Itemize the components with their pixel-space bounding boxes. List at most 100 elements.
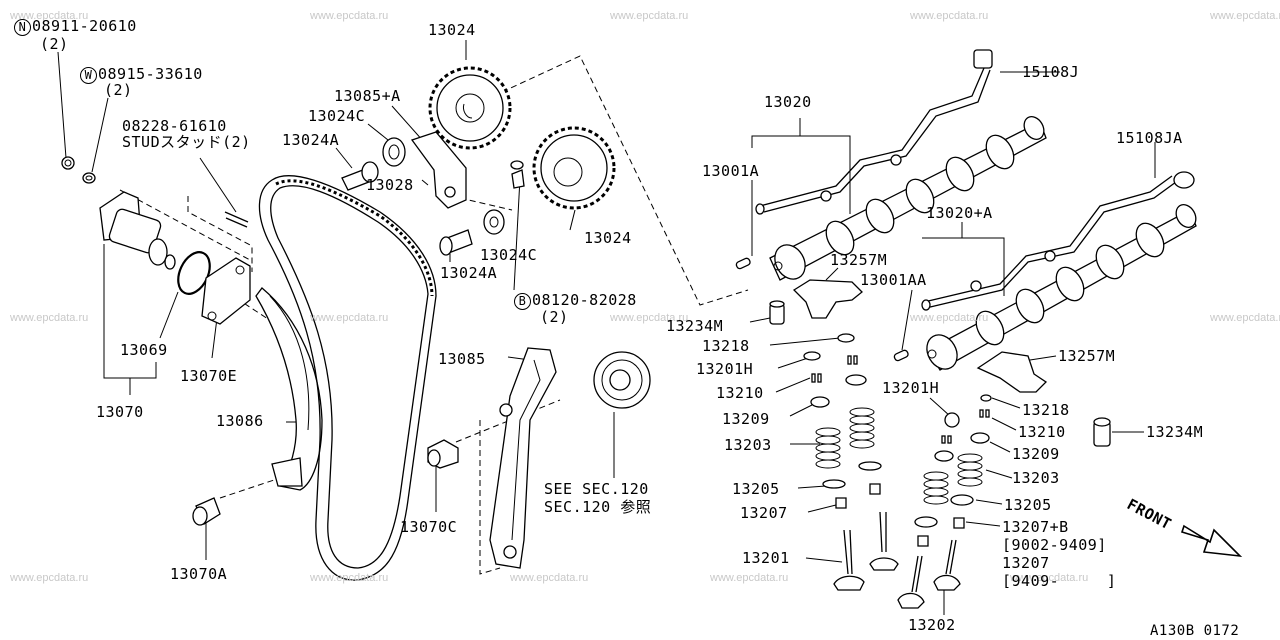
- callout-13020[interactable]: 13020: [764, 93, 812, 111]
- callout-13070A[interactable]: 13070A: [170, 565, 228, 583]
- callout-13201H-right[interactable]: 13201H: [882, 379, 940, 397]
- callout-13024A-bot[interactable]: 13024A: [440, 264, 498, 282]
- rocker-arm-left: [792, 279, 863, 319]
- callout-13024C-bot[interactable]: 13024C: [480, 246, 538, 264]
- lash-adjuster-right: [1093, 417, 1111, 447]
- oil-pipes: [755, 49, 1195, 311]
- callout-13070[interactable]: 13070: [96, 403, 144, 421]
- date-range-1: [9002-9409]: [1002, 536, 1107, 554]
- upper-guide-bracket: [410, 131, 467, 209]
- spring-left-b: [815, 427, 841, 469]
- callout-13209-right[interactable]: 13209: [1012, 445, 1060, 463]
- watermark: www.epcdata.ru: [10, 572, 89, 584]
- watermark: www.epcdata.ru: [710, 572, 789, 584]
- callout-13020A[interactable]: 13020+A: [926, 204, 993, 222]
- cam-sprocket-lower: [532, 126, 616, 210]
- watermark: www.epcdata.ru: [910, 10, 989, 22]
- callout-15108JA[interactable]: 15108JA: [1116, 129, 1183, 147]
- valve-intake-a: [869, 511, 899, 571]
- chain-guide: [255, 287, 323, 491]
- timing-chain: [258, 175, 437, 581]
- front-arrow: [1180, 524, 1243, 558]
- tensioner-gasket: [201, 257, 251, 325]
- callout-stud-desc: STUDスタッド(2): [122, 133, 251, 151]
- watermark: www.epcdata.ru: [310, 572, 389, 584]
- callout-13257M-top[interactable]: 13257M: [830, 251, 888, 269]
- camshaft-lower: [926, 204, 1197, 371]
- watermark: www.epcdata.ru: [10, 10, 89, 22]
- rocker-arm-right: [976, 351, 1048, 393]
- callout-13210-right[interactable]: 13210: [1018, 423, 1066, 441]
- cam-sprocket-upper: [428, 66, 512, 150]
- callout-stud[interactable]: 08228-61610: [122, 117, 227, 135]
- callout-13205-right[interactable]: 13205: [1004, 496, 1052, 514]
- see-section-note: SEE SEC.120: [544, 480, 649, 498]
- callout-13085A[interactable]: 13085+A: [334, 87, 401, 105]
- chain-tensioner: [99, 191, 211, 295]
- watermark: www.epcdata.ru: [1210, 312, 1280, 324]
- callout-13207B[interactable]: 13207+B: [1002, 518, 1069, 536]
- watermark: www.epcdata.ru: [1210, 10, 1280, 22]
- callout-13218-left[interactable]: 13218: [702, 337, 750, 355]
- see-section-note-ja: SEC.120 参照: [544, 498, 652, 516]
- callout-13201H-left[interactable]: 13201H: [696, 360, 754, 378]
- camshaft-upper: [769, 116, 1047, 281]
- spring-right-a: [957, 453, 983, 487]
- callout-13085[interactable]: 13085: [438, 350, 486, 368]
- callout-13203-left[interactable]: 13203: [724, 436, 772, 454]
- watermark: www.epcdata.ru: [510, 572, 589, 584]
- callout-13257M-right[interactable]: 13257M: [1058, 347, 1116, 365]
- callout-13203-right[interactable]: 13203: [1012, 469, 1060, 487]
- callout-13201[interactable]: 13201: [742, 549, 790, 567]
- circle-b-badge: B: [514, 293, 531, 310]
- callout-15108J[interactable]: 15108J: [1022, 63, 1080, 81]
- spring-left-a: [849, 407, 875, 449]
- diagram-code: A130B 0172: [1150, 623, 1240, 639]
- lash-adjuster-left: [769, 300, 785, 325]
- callout-13234M-right[interactable]: 13234M: [1146, 423, 1204, 441]
- date-range-2: [9409- ]: [1002, 572, 1117, 590]
- nut-washer-group: [61, 156, 249, 228]
- valve-exhaust-a: [933, 539, 961, 591]
- watermark: www.epcdata.ru: [610, 10, 689, 22]
- watermark: www.epcdata.ru: [310, 312, 389, 324]
- watermark: www.epcdata.ru: [910, 312, 989, 324]
- callout-13209-left[interactable]: 13209: [722, 410, 770, 428]
- callout-13070C[interactable]: 13070C: [400, 518, 458, 536]
- valve-intake-b: [833, 529, 865, 591]
- callout-13218-right[interactable]: 13218: [1022, 401, 1070, 419]
- watermark: www.epcdata.ru: [610, 312, 689, 324]
- callout-13210-left[interactable]: 13210: [716, 384, 764, 402]
- callout-08120-qty: (2): [540, 308, 569, 326]
- callout-13001AA[interactable]: 13001AA: [860, 271, 927, 289]
- callout-13024-right[interactable]: 13024: [584, 229, 632, 247]
- circle-w-badge: W: [80, 67, 97, 84]
- callout-13028[interactable]: 13028: [366, 176, 414, 194]
- callout-08915-qty: (2): [104, 81, 133, 99]
- callout-13202[interactable]: 13202: [908, 616, 956, 634]
- callout-13024-top[interactable]: 13024: [428, 21, 476, 39]
- valve-train-right: [897, 394, 992, 609]
- callout-13207-left[interactable]: 13207: [740, 504, 788, 522]
- sprocket-bolts: [341, 137, 525, 256]
- callout-13069[interactable]: 13069: [120, 341, 168, 359]
- callout-13001A[interactable]: 13001A: [702, 162, 760, 180]
- callout-13207-right[interactable]: 13207: [1002, 554, 1050, 572]
- watermark: www.epcdata.ru: [310, 10, 389, 22]
- callout-13024A-top[interactable]: 13024A: [282, 131, 340, 149]
- watermark: www.epcdata.ru: [1010, 572, 1089, 584]
- callout-13205-left[interactable]: 13205: [732, 480, 780, 498]
- valve-train-left: [803, 333, 899, 591]
- dowel-pins: [735, 257, 909, 362]
- valve-exhaust-b: [897, 555, 925, 609]
- callout-13024C-top[interactable]: 13024C: [308, 107, 366, 125]
- guide-bolts: [192, 439, 459, 526]
- callout-13234M-left[interactable]: 13234M: [666, 317, 724, 335]
- callout-13070E[interactable]: 13070E: [180, 367, 238, 385]
- callout-13086[interactable]: 13086: [216, 412, 264, 430]
- circle-n-badge: N: [14, 19, 31, 36]
